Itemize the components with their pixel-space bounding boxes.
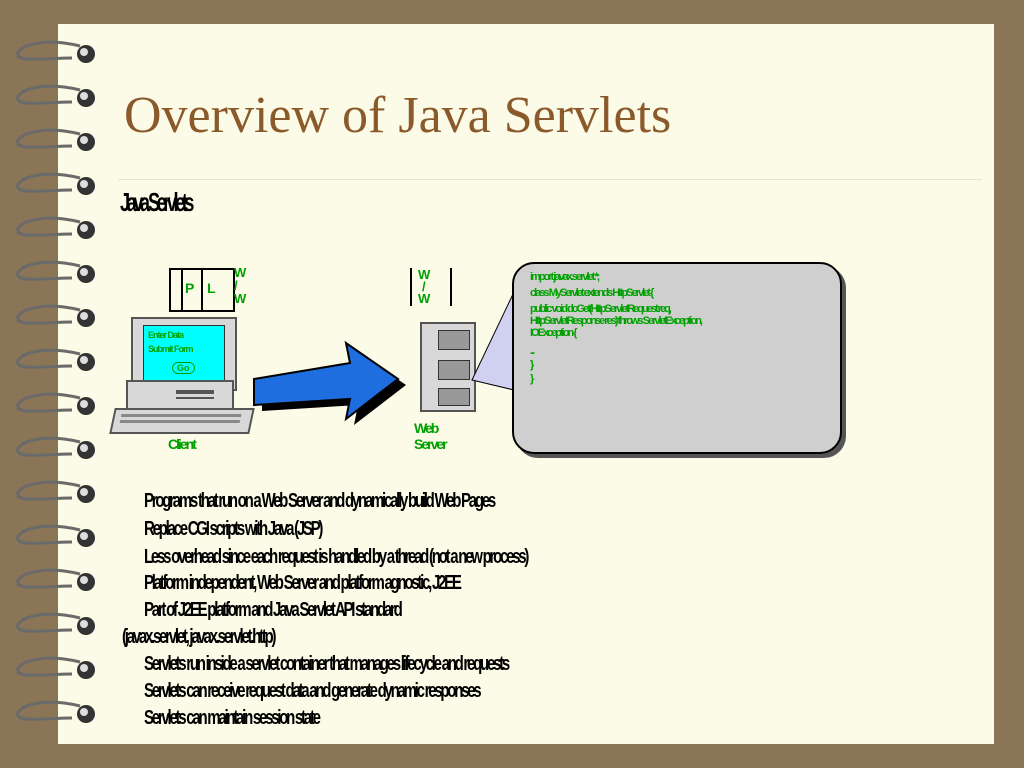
client-doc-letter: P <box>185 280 195 296</box>
code-line: HttpServletResponse res) throws ServletE… <box>530 315 703 327</box>
ring-icon <box>16 260 95 283</box>
ring-icon <box>16 84 95 107</box>
server-label: Web Server <box>414 420 448 452</box>
bullet-item: Programs that run on a Web Server and dy… <box>144 490 496 512</box>
ring-icon <box>16 700 95 723</box>
code-line: ... <box>530 345 535 357</box>
www-letter: W <box>234 265 247 280</box>
computer-monitor: Enter Data Submit Form Go <box>131 317 237 391</box>
www-letter: W <box>234 291 247 306</box>
www-letter: W <box>418 267 431 282</box>
code-line: import javax.servlet.*; <box>530 271 600 283</box>
keyboard <box>109 408 255 434</box>
bullet-item: Servlets can maintain session state <box>144 707 321 729</box>
ring-icon <box>16 656 95 679</box>
bullet-item: Less overhead since each request is hand… <box>144 546 529 568</box>
code-line: } <box>530 373 535 385</box>
bullet-item: (javax.servlet, javax.servlet.http) <box>122 626 276 648</box>
ring-icon <box>16 348 95 371</box>
ring-icon <box>16 216 95 239</box>
screen-text: Submit Form <box>148 344 193 354</box>
code-line: public void doGet(HttpServletRequest req… <box>530 303 672 315</box>
server-document-icon: W / W <box>410 268 452 306</box>
ring-icon <box>16 480 95 503</box>
ring-icon <box>16 304 95 327</box>
servlet-code-box: import javax.servlet.*; class MyServlet … <box>512 262 842 454</box>
client-label: Client <box>168 436 197 452</box>
ring-icon <box>16 436 95 459</box>
ring-icon <box>16 172 95 195</box>
client-doc-letter: L <box>207 280 216 296</box>
ring-icon <box>16 612 95 635</box>
bullet-item: Platform independent, Web Server and pla… <box>144 572 462 594</box>
code-line: } <box>530 359 535 371</box>
code-line: class MyServlet extends HttpServlet { <box>530 287 654 299</box>
bullet-item: Servlets run inside a servlet container … <box>144 653 510 675</box>
server-tower <box>420 322 476 412</box>
screen-go-button: Go <box>172 362 195 374</box>
ring-icon <box>16 392 95 415</box>
ring-icon <box>16 40 95 63</box>
bullet-item: Servlets can receive request data and ge… <box>144 680 482 702</box>
www-letter: / <box>234 278 238 293</box>
code-line: IOException { <box>530 327 578 339</box>
computer-base <box>126 380 234 410</box>
monitor-screen: Enter Data Submit Form Go <box>143 325 225 383</box>
request-arrow-icon <box>253 340 406 425</box>
client-document-icon: P L <box>169 268 235 312</box>
section-heading: Java Servlets <box>120 187 194 217</box>
title-divider <box>118 179 982 180</box>
screen-text: Enter Data <box>148 330 184 340</box>
bullet-item: Replace CGI scripts with Java (JSP) <box>144 518 323 540</box>
ring-icon <box>16 568 95 591</box>
ring-icon <box>16 128 95 151</box>
slide-title: Overview of Java Servlets <box>124 87 672 144</box>
bullet-item: Part of J2EE platform and Java Servlet A… <box>144 599 403 621</box>
client-www: W / W <box>234 266 264 305</box>
www-letter: W <box>418 291 431 306</box>
www-letter: / <box>422 279 426 294</box>
ring-icon <box>16 524 95 547</box>
